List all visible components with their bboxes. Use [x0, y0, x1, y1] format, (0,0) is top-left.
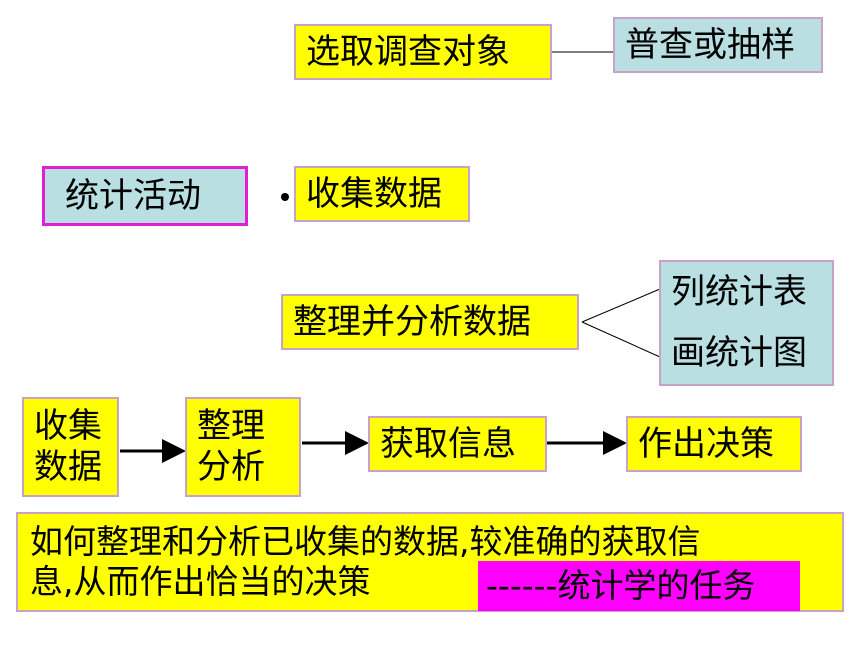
flow-obtain-info-label: 获取信息: [380, 423, 516, 464]
statistics-task-label: ------统计学的任务: [486, 565, 756, 605]
select-survey-object-label: 选取调查对象: [306, 31, 510, 72]
summary-line2: 息,从而作出恰当的决策: [30, 562, 371, 602]
flow-collect-line1: 收集: [34, 406, 102, 447]
connector-branch-upper: [581, 288, 661, 323]
flow-organize-line1: 整理: [197, 406, 265, 447]
census-or-sample-box: 普查或抽样: [613, 17, 823, 73]
statistics-task-badge: ------统计学的任务: [478, 561, 800, 611]
select-survey-object-box: 选取调查对象: [294, 24, 552, 80]
collect-data-label: 收集数据: [306, 173, 442, 214]
flow-obtain-info-box: 获取信息: [368, 416, 547, 472]
connector-branch-lower: [581, 321, 661, 358]
flow-organize-line2: 分析: [197, 447, 265, 487]
summary-line1: 如何整理和分析已收集的数据,较准确的获取信: [30, 521, 701, 561]
summary-line2-text: 息,从而作出恰当的决策: [30, 562, 371, 601]
flow-make-decision-label: 作出决策: [638, 423, 774, 464]
statistical-activity-box: 统计活动: [42, 166, 248, 226]
draw-chart-label: 画统计图: [671, 333, 807, 374]
statistical-activity-label: 统计活动: [65, 175, 201, 216]
bullet-dot: [281, 193, 289, 201]
organize-analyze-box: 整理并分析数据: [281, 294, 579, 350]
list-table-label: 列统计表: [671, 272, 807, 313]
census-or-sample-label: 普查或抽样: [625, 24, 795, 65]
flow-organize-analyze-box: 整理 分析: [185, 397, 301, 497]
flow-collect-line2: 数据: [34, 447, 102, 487]
organize-analyze-label: 整理并分析数据: [293, 301, 531, 342]
chart-table-box: 列统计表 画统计图: [659, 260, 834, 386]
flow-collect-data-box: 收集 数据: [22, 397, 119, 497]
flow-make-decision-box: 作出决策: [626, 416, 802, 472]
collect-data-box: 收集数据: [294, 166, 470, 222]
